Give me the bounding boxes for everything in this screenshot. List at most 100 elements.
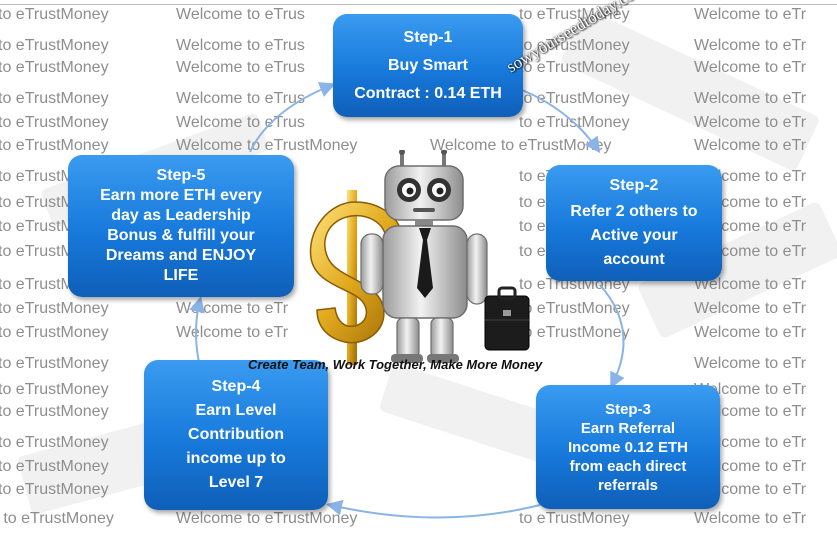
watermark-text: to eTrustMoney — [519, 6, 630, 23]
watermark-text: Welcome to eTr — [694, 355, 807, 372]
watermark-row: to eTrustMoney Welcome to eTr to eTrustM… — [0, 324, 837, 346]
watermark-text: Welcome to eTr — [694, 168, 807, 185]
watermark-row: to eTrustMoney Welcome to eTr — [0, 434, 837, 456]
watermark-text: Welcome to eTr — [176, 324, 289, 341]
step-5-box: Step-5 Earn more ETH every day as Leader… — [68, 155, 294, 297]
watermark-text: to eTrustMoney — [0, 403, 109, 420]
watermark-text: to eTrustMoney — [0, 324, 109, 341]
step-2-line: Refer 2 others to — [570, 203, 698, 220]
watermark-text: to eTrustMoney — [519, 300, 630, 317]
watermark-text: Welcome to eTr — [694, 510, 807, 527]
arrow-step5-to-step1 — [249, 82, 336, 153]
watermark-row: to eTrustMoney Welcome to eTrus to eTrus… — [0, 37, 837, 59]
watermark-text: to eTrustMoney — [0, 137, 109, 154]
watermark-row: to eTrustMoney Welcome to eTr — [0, 481, 837, 503]
step-4-line: Contribution — [188, 426, 284, 443]
watermark-text: Welcome to eTr — [694, 458, 807, 475]
step-3-box: Step-3 Earn Referral Income 0.12 ETH fro… — [536, 385, 720, 509]
briefcase-icon — [484, 286, 530, 351]
tie-icon — [417, 228, 433, 298]
slogan-text: Create Team, Work Together, Make More Mo… — [248, 357, 543, 372]
watermark-text: to eTrustMoney — [519, 510, 630, 527]
step-2-line: Active your — [590, 227, 678, 244]
watermark-text: Welcome to eTrus — [176, 59, 305, 76]
watermark-text: Welcome to eTr — [694, 137, 807, 154]
step-2-title: Step-2 — [609, 177, 659, 194]
step-5-title: Step-5 — [156, 167, 206, 184]
robot-dollar-illustration — [309, 150, 530, 365]
step-4-line: Level 7 — [208, 474, 264, 491]
watermark-text: Welcome to eTr — [694, 243, 807, 260]
watermark-row: to eTrustMoney Welcome to eTrus to eTrus… — [0, 59, 837, 81]
step-5-line: LIFE — [163, 267, 199, 284]
step-4-line: income up to — [186, 450, 286, 467]
step-1-box: Step-1 Buy Smart Contract : 0.14 ETH — [333, 14, 523, 117]
watermark-text: to eTrustMoney — [0, 481, 109, 498]
watermark-text: Welcome to eTr — [694, 403, 807, 420]
step-1-line: Contract : 0.14 ETH — [354, 84, 502, 102]
watermark-text: Welcome to eTr — [694, 276, 807, 293]
watermark-text: Welcome to eTrustMoney — [430, 137, 612, 154]
step-4-box: Step-4 Earn Level Contribution income up… — [144, 360, 328, 510]
watermark-text: to eTrustMoney — [0, 458, 109, 475]
watermark-row: to eTrustMoney Welcome to eTr — [0, 381, 837, 403]
watermark-text: Welcome to eTr — [694, 37, 807, 54]
watermark-text: Welcome to eTr — [694, 324, 807, 341]
antenna-icon — [400, 150, 404, 168]
watermark-text: Welcome to eTrus — [176, 90, 305, 107]
watermark-text: to eTrustMoney — [519, 324, 630, 341]
watermark-text: to eTrustMoney — [519, 37, 630, 54]
watermark-text: Welcome to eTr — [694, 194, 807, 211]
watermark-row: to eTrustMoney Welcome to eTrustMoney We… — [0, 137, 837, 159]
step-3-line: from each direct — [569, 457, 687, 475]
watermark-text: to eTrustMoney — [0, 114, 109, 131]
watermark-row: e to eTrustMoney Welcome to eTrustMoney … — [0, 510, 837, 532]
watermark-text: to eTrustMoney — [519, 59, 630, 76]
step-1-line: Buy Smart — [387, 56, 469, 74]
watermark-row: to eTrustMoney Welcome to eTr — [0, 458, 837, 480]
watermark-text: to eTrustMoney — [0, 59, 109, 76]
arrow-step2-to-step3 — [599, 284, 625, 389]
step-2-box: Step-2 Refer 2 others to Active your acc… — [546, 165, 722, 281]
watermark-row: to eTrustMoney Welcome to eTr — [0, 355, 837, 377]
watermark-text: Welcome to eTr — [694, 434, 807, 451]
watermark-text: to eTrustMoney — [0, 37, 109, 54]
step-5-line: day as Leadership — [111, 207, 251, 224]
watermark-text: to eTrustMoney — [0, 6, 109, 23]
step-3-title: Step-3 — [605, 400, 651, 418]
step-3-line: Earn Referral — [580, 419, 676, 437]
step-5-line: Bonus & fulfill your — [107, 227, 255, 244]
arrow-step3-to-step4 — [326, 499, 541, 519]
step-1-title: Step-1 — [403, 28, 453, 46]
dollar-sign-icon — [309, 190, 404, 365]
watermark-row: to eTrustMoney Welcome to eTrus to eTrus… — [0, 6, 837, 28]
watermark-text: Welcome to eTr — [694, 300, 807, 317]
watermark-text: Welcome to eTrustMoney — [176, 510, 358, 527]
watermark-text: Welcome to eTr — [694, 59, 807, 76]
watermark-text: Welcome to eTr — [694, 481, 807, 498]
watermark-text: to eTrustMoney — [0, 434, 109, 451]
step-3-line: Income 0.12 ETH — [567, 438, 689, 456]
watermark-text: Welcome to eTrus — [176, 6, 305, 23]
step-3-line: referrals — [597, 476, 659, 494]
watermark-text: to eTrustMoney — [0, 90, 109, 107]
watermark-text: to eTrustMoney — [0, 381, 109, 398]
step-5-line: Earn more ETH every — [100, 187, 262, 204]
watermark-text: Welcome to eTrus — [176, 37, 305, 54]
watermark-text: Welcome to eTrustMoney — [176, 137, 358, 154]
top-divider — [0, 4, 837, 5]
step-5-line: Dreams and ENJOY — [105, 247, 257, 264]
step-2-line: account — [603, 251, 665, 268]
watermark-text: Welcome to eTr — [694, 381, 807, 398]
arrow-step1-to-step2 — [521, 89, 601, 154]
watermark-text: to eTrustMoney — [0, 300, 109, 317]
watermark-text: e to eTrustMoney — [0, 510, 114, 527]
step-4-line: Earn Level — [195, 402, 277, 419]
watermark-text: Welcome to eTrus — [176, 114, 305, 131]
watermark-text: to eTrustMoney — [0, 355, 109, 372]
watermark-text: Welcome to eTr — [694, 90, 807, 107]
step-4-title: Step-4 — [211, 378, 261, 395]
watermark-text: Welcome to eTr — [694, 218, 807, 235]
watermark-row: to eTrustMoney Welcome to eTr to eTrustM… — [0, 300, 837, 322]
